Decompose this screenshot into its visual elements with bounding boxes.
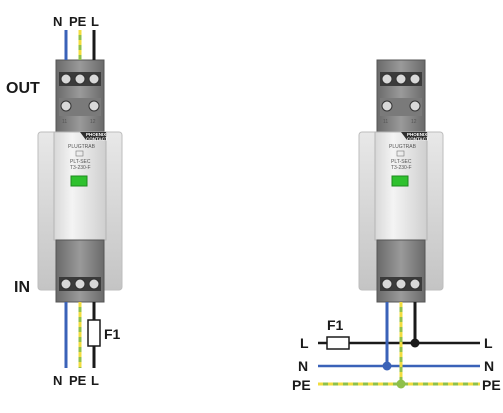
label-bottom-pe: PE	[69, 373, 87, 388]
type-symbol	[75, 150, 84, 157]
screw-terminal	[88, 73, 100, 85]
label-bottom-l: L	[91, 373, 99, 388]
model-label: PLUGTRAB	[68, 144, 96, 150]
left-surge-protector: 11 12 PHOENIX CONTACT PLUGTRAB PLT-SEC T…	[37, 59, 123, 303]
brand-logo-plate	[80, 132, 106, 140]
fuse-f1-left	[87, 319, 101, 347]
junction-live	[410, 338, 420, 348]
label-top-pe: PE	[69, 14, 87, 29]
screw-terminal	[409, 278, 421, 290]
status-indicator	[391, 175, 409, 187]
signal-screw	[381, 100, 393, 112]
screw-terminal	[395, 73, 407, 85]
brand-line-2: CONTACT	[86, 137, 108, 142]
junction-neutral	[382, 361, 392, 371]
model-label: PLUGTRAB	[389, 144, 417, 150]
spec-line-1: PLT-SEC	[70, 159, 91, 165]
signal-screw	[60, 100, 72, 112]
bottom-terminal-block	[55, 239, 105, 303]
right-bus-lines	[318, 302, 480, 389]
screw-terminal	[395, 278, 407, 290]
status-indicator	[70, 175, 88, 187]
type-symbol	[396, 150, 405, 157]
screw-terminal	[88, 278, 100, 290]
brand-line-2: CONTACT	[407, 137, 429, 142]
label-top-l: L	[91, 14, 99, 29]
terminal-11-label: 11	[62, 119, 67, 125]
left-input-wires	[64, 302, 101, 368]
screw-terminal	[74, 73, 86, 85]
terminal-11-label: 11	[383, 119, 388, 125]
spec-line-2: T3-230-F	[391, 165, 412, 171]
label-bottom-n: N	[53, 373, 62, 388]
label-fuse-left: F1	[104, 326, 121, 342]
signal-screw	[88, 100, 100, 112]
brand-line-1: PHOENIX	[407, 132, 427, 137]
terminal-12-label: 12	[411, 119, 417, 125]
signal-screw	[409, 100, 421, 112]
brand-line-1: PHOENIX	[86, 132, 106, 137]
screw-terminal	[409, 73, 421, 85]
bottom-terminal-block	[376, 239, 426, 303]
screw-terminal	[381, 73, 393, 85]
spec-line-2: T3-230-F	[70, 165, 91, 171]
label-line-pe-right: PE	[482, 377, 501, 393]
label-line-l-left: L	[300, 335, 309, 351]
label-top-n: N	[53, 14, 62, 29]
left-output-wires	[64, 30, 96, 60]
label-line-l-right: L	[484, 335, 493, 351]
brand-logo-plate	[401, 132, 427, 140]
fuse-f1-right	[326, 336, 350, 350]
junction-pe	[396, 379, 406, 389]
label-out: OUT	[6, 80, 40, 97]
label-line-pe-left: PE	[292, 377, 311, 393]
screw-terminal	[60, 73, 72, 85]
right-surge-protector: 11 12 PHOENIX CONTACT PLUGTRAB PLT-SEC T…	[358, 59, 444, 303]
screw-terminal	[60, 278, 72, 290]
screw-terminal	[381, 278, 393, 290]
spec-line-1: PLT-SEC	[391, 159, 412, 165]
screw-terminal	[74, 278, 86, 290]
label-in: IN	[14, 279, 30, 296]
label-line-n-right: N	[484, 358, 494, 374]
terminal-12-label: 12	[90, 119, 96, 125]
label-fuse-right: F1	[327, 317, 344, 333]
label-line-n-left: N	[298, 358, 308, 374]
